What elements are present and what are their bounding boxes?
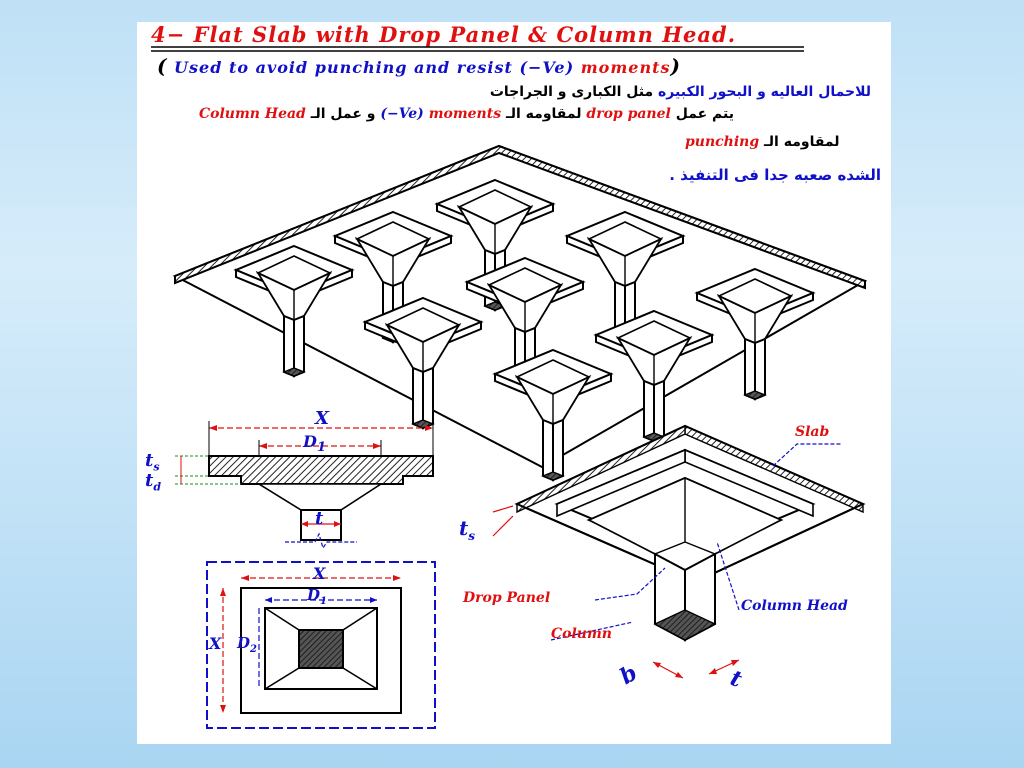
arabic-line-3: punching لمقاومه الـ bbox=[685, 134, 840, 150]
column-label: Column bbox=[551, 626, 612, 642]
slide-title: 4− Flat Slab with Drop Panel & Column He… bbox=[151, 22, 737, 47]
diagram-canvas bbox=[151, 46, 868, 729]
ts-label: ts bbox=[145, 450, 160, 474]
arabic-line-4: الشده صعبه جدا فى التنفيذ . bbox=[669, 166, 881, 184]
detail-ts-label: ts bbox=[459, 516, 476, 543]
section-view bbox=[175, 421, 434, 550]
column-head-label: Column Head bbox=[741, 598, 848, 614]
plan-d2-label: D2 bbox=[237, 634, 257, 655]
arabic-line-1: للاحمال العاليه و البحور الكبيره مثل الك… bbox=[489, 84, 871, 100]
plan-view bbox=[206, 561, 436, 729]
subtitle: ( Used to avoid punching and resist (−Ve… bbox=[157, 54, 681, 78]
section-t-label: t bbox=[315, 508, 324, 529]
drop-panel-label: Drop Panel bbox=[463, 590, 551, 606]
slab-label: Slab bbox=[795, 424, 830, 440]
section-x-label: X bbox=[315, 408, 329, 429]
detail-3d-view bbox=[492, 424, 866, 679]
plan-d1-label: D1 bbox=[307, 586, 327, 607]
slab-3d-overview bbox=[172, 144, 868, 481]
arabic-line-2: Column Head و عمل الـ (−Ve) moments لمقا… bbox=[199, 106, 734, 122]
slide: 4− Flat Slab with Drop Panel & Column He… bbox=[137, 22, 891, 744]
plan-x-vertical-label: X bbox=[209, 634, 222, 653]
plan-x-label: X bbox=[313, 564, 326, 583]
section-d1-label: D1 bbox=[303, 432, 327, 456]
td-label: td bbox=[145, 470, 162, 494]
